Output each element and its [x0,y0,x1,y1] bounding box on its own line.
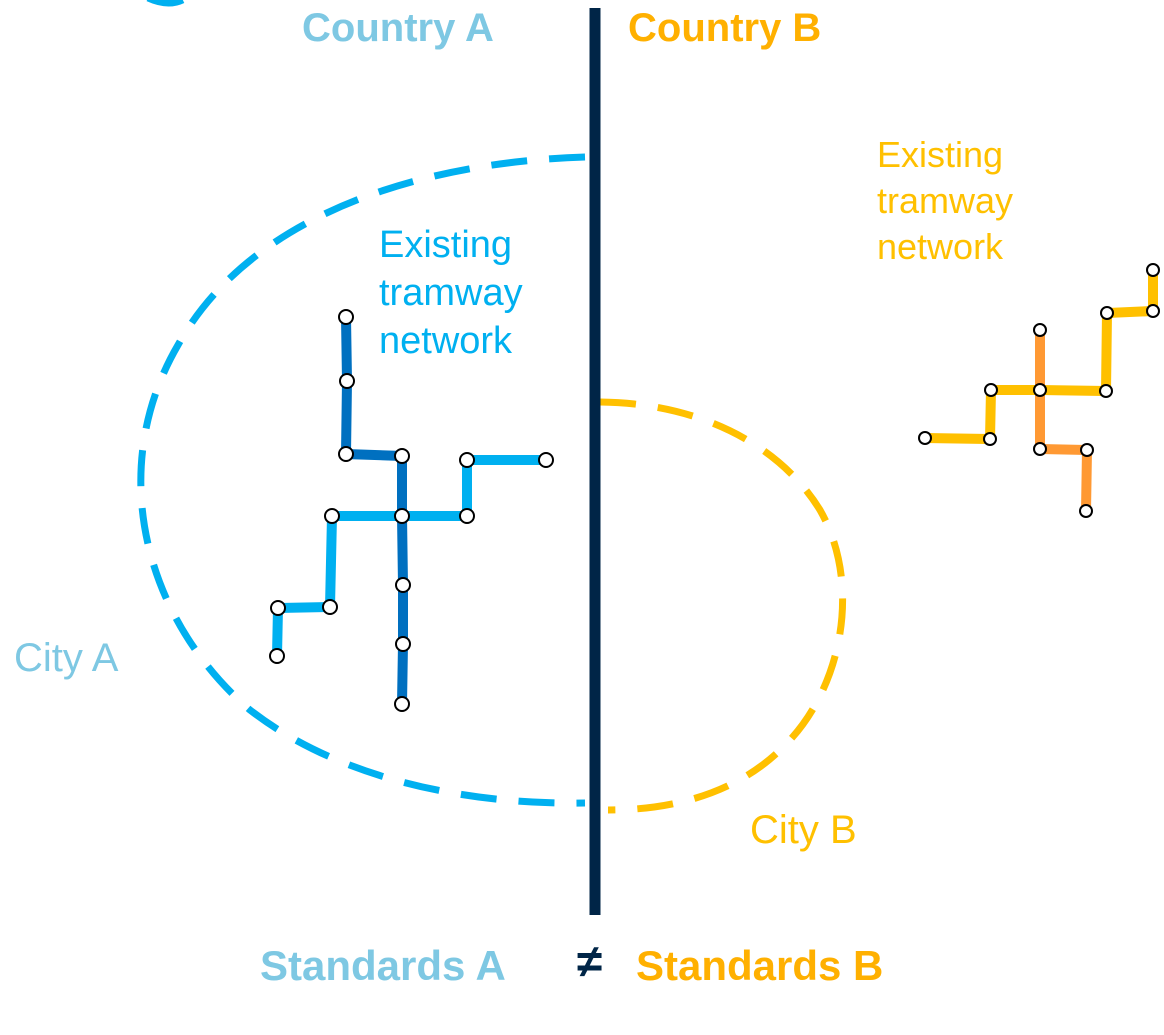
network-a-label-line: tramway [379,272,523,314]
city-b-boundary [599,398,846,814]
station [338,309,354,325]
station [339,373,355,389]
country-a-title: Country A [302,6,494,50]
network-a-label: Existing tramway network [379,221,523,365]
station [269,648,285,664]
standards-a-label: Standards A [260,942,506,989]
station [1099,384,1113,398]
city-a-label: City A [14,636,119,680]
station [1033,442,1047,456]
station [1033,383,1047,397]
tram-line-b-orange [1035,330,1093,512]
not-equal-symbol: ≠ [577,935,603,987]
station [1146,263,1160,277]
station [395,577,411,593]
network-b-label-line: Existing [877,134,1004,175]
stations-network-b [918,263,1160,518]
network-b-label: Existing tramway network [877,132,1013,270]
station [395,636,411,652]
station [1079,504,1093,518]
station [1033,323,1047,337]
tram-line-a-light-1 [332,455,546,521]
station [459,452,475,468]
tram-line-b-yellow [924,270,1158,445]
station [1100,306,1114,320]
station [538,452,554,468]
country-b-title: Country B [628,6,822,50]
station [984,383,998,397]
city-b-label: City B [750,808,857,852]
station [459,508,475,524]
station [394,448,410,464]
station [918,431,932,445]
station [1146,304,1160,318]
station [324,508,340,524]
network-a-label-line: Existing [379,224,513,266]
station [394,696,410,712]
station [270,600,286,616]
tram-line-a-dark [340,316,408,705]
tram-line-a-light-2 [272,515,337,657]
station [338,446,354,462]
station [322,599,338,615]
standards-b-label: Standards B [636,942,884,989]
station [1080,443,1094,457]
network-a-label-line: network [379,320,513,362]
city-a-boundary [137,153,586,807]
network-b-label-line: network [877,226,1004,267]
station [983,432,997,446]
stations-network-a [269,309,554,712]
network-b-label-line: tramway [877,180,1014,221]
station [394,508,410,524]
offscreen-boundary-arc [146,0,188,7]
